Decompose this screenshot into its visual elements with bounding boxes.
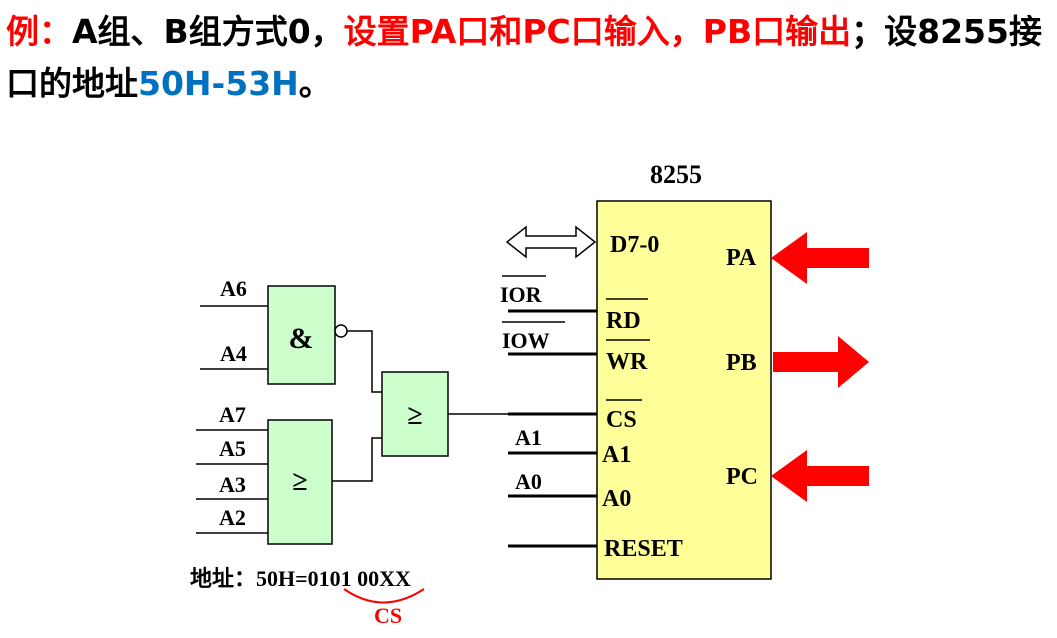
title-prefix: 例： [6, 12, 72, 51]
signal-ior: IOR [500, 282, 543, 307]
title-end: 。 [298, 64, 332, 103]
pin-wr: WR [606, 349, 648, 375]
title-sep: ； [851, 12, 885, 51]
pin-cs: CS [606, 407, 637, 433]
signal-a1: A1 [515, 425, 542, 450]
title-io-setting: 设置PA口和PC口输入，PB口输出 [343, 12, 852, 51]
chip-name: 8255 [650, 160, 702, 189]
cs-note-label: CS [374, 603, 402, 628]
pin-a0: A0 [602, 486, 631, 512]
and-to-or-wire [347, 330, 382, 393]
address-note: 地址：50H=0101 00XX [190, 566, 411, 591]
addr-a2: A2 [219, 505, 246, 530]
port-pa-label: PA [726, 245, 757, 271]
or-to-or-wire [332, 437, 382, 482]
and-gate-symbol: & [289, 322, 314, 355]
or-gate-final-symbol: ≥ [407, 400, 422, 431]
inverter-bubble-icon [334, 324, 348, 338]
addr-a5: A5 [219, 436, 246, 461]
or-gate-final [381, 371, 449, 457]
data-bus-arrow-icon [505, 225, 597, 259]
addr-a3: A3 [219, 472, 246, 497]
chip-8255-body [596, 200, 772, 580]
title-addr-intro: 设8255接口的地址 [6, 12, 1042, 103]
and-gate [267, 285, 336, 385]
port-pb-label: PB [726, 350, 757, 376]
or-gate-inputs [267, 419, 333, 545]
signal-iow: IOW [502, 328, 550, 353]
pin-reset: RESET [604, 536, 683, 562]
or-gate-symbol: ≥ [292, 466, 307, 497]
pb-output-arrow-icon [773, 336, 869, 388]
signal-a0: A0 [515, 469, 542, 494]
pin-rd: RD [606, 308, 641, 334]
addr-a6: A6 [220, 276, 247, 301]
title-addr-range: 50H-53H [138, 64, 299, 103]
pin-d7-0: D7-0 [610, 232, 659, 258]
page-title: 例：A组、B组方式0，设置PA口和PC口输入，PB口输出；设8255接口的地址5… [6, 6, 1051, 110]
addr-a7: A7 [219, 402, 246, 427]
cs-brace-icon [343, 588, 425, 604]
pin-a1: A1 [602, 442, 631, 468]
pa-input-arrow-icon [771, 232, 869, 284]
addr-a4: A4 [220, 341, 247, 366]
title-mode: A组、B组方式0， [72, 12, 344, 51]
pc-input-arrow-icon [771, 450, 869, 502]
port-pc-label: PC [726, 464, 758, 490]
